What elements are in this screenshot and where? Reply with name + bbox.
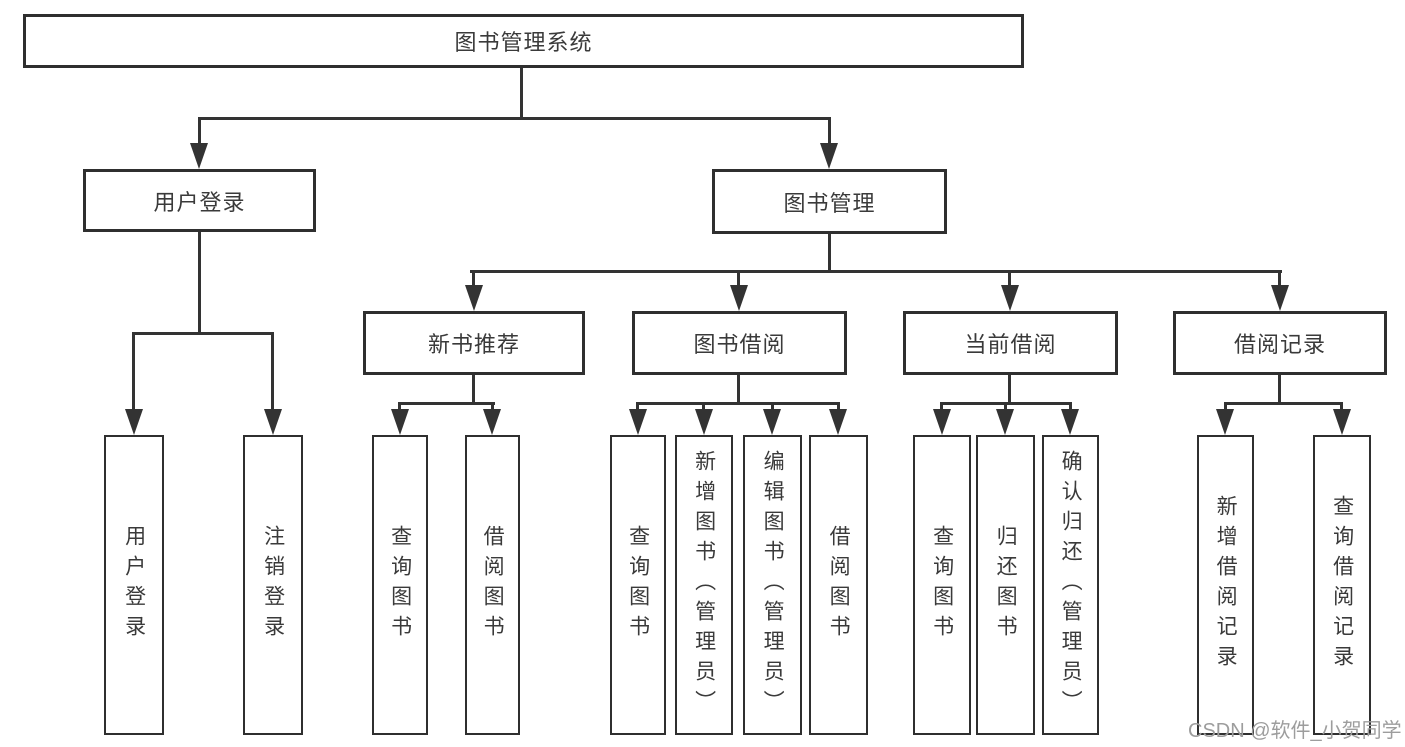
- connector-line: [398, 402, 495, 405]
- connector-line: [1224, 402, 1343, 405]
- connector-line: [771, 402, 774, 411]
- connector-line: [828, 117, 831, 145]
- leaf-user-login: 用户登录: [104, 435, 164, 735]
- connector-line: [132, 332, 274, 335]
- leaf-cb-query-books: 查询图书: [913, 435, 971, 735]
- leaf-label: 新增借阅记录: [1214, 495, 1238, 675]
- leaf-bb-add-book-admin: 新增图书（管理员）: [675, 435, 733, 735]
- node-label: 图书借阅: [693, 332, 786, 357]
- connector-line: [1224, 402, 1227, 411]
- connector-line: [198, 232, 201, 335]
- arrowhead-down-icon: [933, 409, 951, 435]
- leaf-label: 查询借阅记录: [1330, 495, 1354, 675]
- connector-line: [1278, 270, 1281, 287]
- node-label: 借阅记录: [1233, 332, 1326, 357]
- connector-line: [837, 402, 840, 411]
- leaf-label: 查询图书: [388, 525, 412, 645]
- arrowhead-down-icon: [829, 409, 847, 435]
- connector-line: [1008, 270, 1011, 287]
- leaf-bb-borrow-books: 借阅图书: [809, 435, 868, 735]
- connector-line: [636, 402, 840, 405]
- node-label: 用户登录: [153, 189, 246, 215]
- leaf-label: 新增图书（管理员）: [692, 450, 716, 720]
- arrowhead-down-icon: [190, 143, 208, 169]
- arrowhead-down-icon: [763, 409, 781, 435]
- arrowhead-down-icon: [391, 409, 409, 435]
- leaf-br-query-borrow-record: 查询借阅记录: [1313, 435, 1371, 735]
- connector-line: [702, 402, 705, 411]
- connector-line: [636, 402, 639, 411]
- leaf-bb-edit-book-admin: 编辑图书（管理员）: [743, 435, 802, 735]
- leaf-label: 注销登录: [261, 525, 285, 645]
- arrowhead-down-icon: [125, 409, 143, 435]
- connector-line: [271, 332, 274, 409]
- leaf-label: 借阅图书: [481, 525, 505, 645]
- node-book-borrowing: 图书借阅: [632, 311, 847, 375]
- connector-line: [470, 270, 1282, 273]
- node-user-login: 用户登录: [83, 169, 316, 232]
- arrowhead-down-icon: [483, 409, 501, 435]
- node-current-borrowing: 当前借阅: [903, 311, 1118, 375]
- leaf-label: 用户登录: [122, 525, 146, 645]
- node-new-book-recommendation: 新书推荐: [363, 311, 585, 375]
- leaf-label: 查询图书: [626, 525, 650, 645]
- arrowhead-down-icon: [1216, 409, 1234, 435]
- node-label: 当前借阅: [964, 332, 1057, 357]
- leaf-label: 查询图书: [930, 525, 954, 645]
- connector-line: [1008, 375, 1011, 405]
- watermark-text: CSDN @软件_小贺同学: [1188, 720, 1402, 742]
- leaf-nbr-borrow-books: 借阅图书: [465, 435, 520, 735]
- arrowhead-down-icon: [695, 409, 713, 435]
- connector-line: [1069, 402, 1072, 411]
- arrowhead-down-icon: [1333, 409, 1351, 435]
- connector-line: [940, 402, 943, 411]
- connector-line: [198, 117, 831, 120]
- leaf-bb-query-books: 查询图书: [610, 435, 666, 735]
- connector-line: [398, 402, 401, 411]
- connector-line: [198, 117, 201, 145]
- connector-line: [132, 332, 135, 409]
- leaf-label: 编辑图书（管理员）: [761, 450, 785, 720]
- node-book-management: 图书管理: [712, 169, 947, 234]
- node-root: 图书管理系统: [23, 14, 1024, 68]
- node-label: 图书管理: [783, 190, 876, 216]
- node-borrowing-records: 借阅记录: [1173, 311, 1387, 375]
- arrowhead-down-icon: [820, 143, 838, 169]
- leaf-cb-return-books: 归还图书: [976, 435, 1035, 735]
- connector-line: [737, 375, 740, 405]
- connector-line: [737, 270, 740, 287]
- connector-line: [1340, 402, 1343, 411]
- connector-line: [472, 270, 475, 287]
- node-label: 新书推荐: [427, 332, 520, 357]
- node-label: 图书管理系统: [454, 30, 593, 55]
- arrowhead-down-icon: [1001, 285, 1019, 311]
- leaf-label: 确认归还（管理员）: [1059, 450, 1083, 720]
- arrowhead-down-icon: [1061, 409, 1079, 435]
- leaf-nbr-query-books: 查询图书: [372, 435, 428, 735]
- connector-line: [1004, 402, 1007, 411]
- arrowhead-down-icon: [465, 285, 483, 311]
- leaf-br-add-borrow-record: 新增借阅记录: [1197, 435, 1254, 735]
- connector-line: [1278, 375, 1281, 405]
- arrowhead-down-icon: [996, 409, 1014, 435]
- arrowhead-down-icon: [730, 285, 748, 311]
- leaf-label: 借阅图书: [827, 525, 851, 645]
- arrowhead-down-icon: [264, 409, 282, 435]
- connector-line: [828, 234, 831, 273]
- connector-line: [520, 68, 523, 118]
- arrowhead-down-icon: [629, 409, 647, 435]
- leaf-cb-confirm-return-admin: 确认归还（管理员）: [1042, 435, 1099, 735]
- leaf-label: 归还图书: [994, 525, 1018, 645]
- connector-line: [491, 402, 494, 411]
- connector-line: [472, 375, 475, 405]
- arrowhead-down-icon: [1271, 285, 1289, 311]
- leaf-logout: 注销登录: [243, 435, 303, 735]
